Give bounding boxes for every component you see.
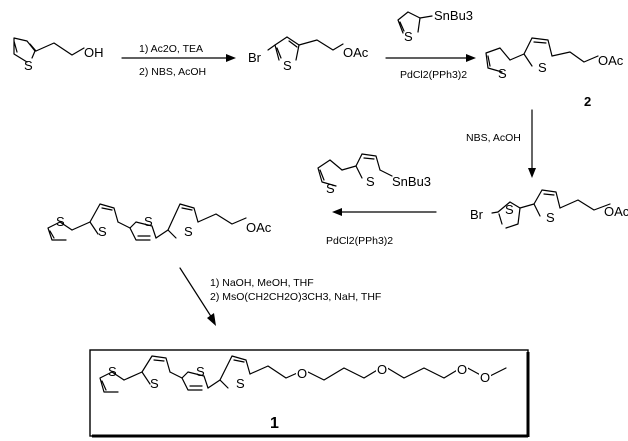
sulfur-atom: S [538,60,547,75]
sulfur-atom: S [98,224,107,239]
condition-step4-catalyst: PdCl2(PPh3)2 [326,235,393,247]
reaction-arrow-2: S SnBu3 PdCl2(PPh3)2 [385,8,476,81]
sulfur-atom: S [236,376,245,391]
stannyl-bithiophene-reagent: S S SnBu3 [317,153,431,196]
condition-step5-line1: 1) NaOH, MeOH, THF [210,277,314,289]
tributylstannyl-group: SnBu3 [392,174,431,189]
bithiophene-acetate: S S OAc 2 [485,37,624,109]
final-product: S S S S O O O O 1 [99,355,507,432]
compound-label-1: 1 [270,415,279,432]
reaction-arrow-5: 1) NaOH, MeOH, THF 2) MsO(CH2CH2O)3CH3, … [179,267,381,326]
sulfur-atom: S [144,214,153,229]
hydroxyl-group: OH [84,45,104,60]
side-chain [298,39,344,51]
ether-oxygen: O [377,362,387,377]
bromothiophene-acetate: Br S OAc [248,36,369,73]
br-bond [267,44,276,51]
bromine-atom: Br [470,207,484,222]
side-chain [35,42,85,56]
sulfur-atom: S [498,66,507,81]
ether-oxygen: O [457,362,467,377]
stannyl-thiophene-reagent: S SnBu3 [397,8,473,44]
sulfur-atom: S [150,376,159,391]
sulfur-atom: S [366,174,375,189]
condition-step1-line1: 1) Ac2O, TEA [139,43,203,55]
condition-step1-line2: 2) NBS, AcOH [139,66,206,78]
ring-bonds [13,37,37,63]
sulfur-atom: S [404,29,413,44]
reaction-arrow-3: NBS, AcOH [466,109,536,178]
condition-step3: NBS, AcOH [466,132,521,144]
sulfur-atom: S [546,210,555,225]
sulfur-atom: S [108,364,117,379]
ether-oxygen: O [480,370,490,385]
sulfur-atom: S [24,58,33,73]
sulfur-atom: S [326,181,335,196]
reaction-arrow-1: 1) Ac2O, TEA 2) NBS, AcOH [121,43,236,78]
bromobithiophene-acetate: Br S S OAc [470,189,628,229]
acetate-group-clipped: OAc [604,204,628,219]
final-product-box [89,349,530,438]
tributylstannyl-group: SnBu3 [434,8,473,23]
condition-step2-catalyst: PdCl2(PPh3)2 [400,69,467,81]
condition-step5-line2: 2) MsO(CH2CH2O)3CH3, NaH, THF [210,291,381,303]
acetate-group: OAc [246,220,272,235]
ring-bonds [274,36,300,61]
reaction-arrow-4: S S SnBu3 PdCl2(PPh3)2 [317,153,437,247]
acetate-group: OAc [343,45,369,60]
thiophene-ethanol: S OH [13,37,104,73]
bromine-atom: Br [248,50,262,65]
sulfur-atom: S [56,214,65,229]
acetate-group: OAc [598,53,624,68]
sulfur-atom: S [505,202,514,217]
ether-oxygen: O [297,366,307,381]
sulfur-atom: S [184,224,193,239]
sulfur-atom: S [196,364,205,379]
sulfur-atom: S [283,58,292,73]
quaterthiophene-acetate: S S S S OAc [47,203,272,241]
compound-label-2: 2 [584,94,591,109]
